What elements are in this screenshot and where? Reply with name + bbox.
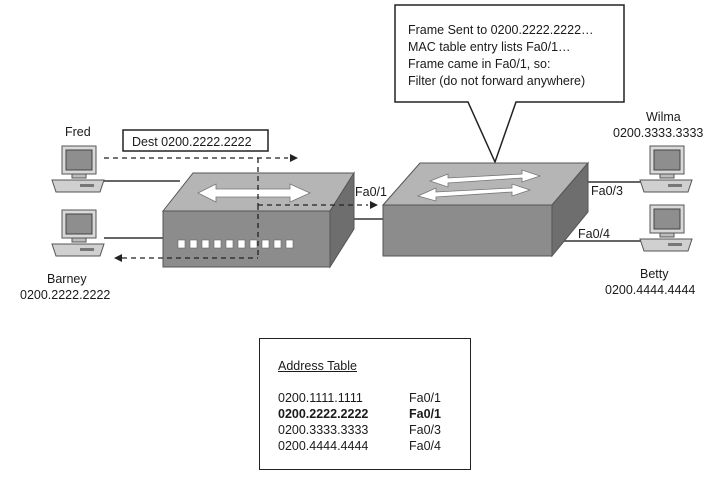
pc-fred (51, 145, 105, 193)
switch-right-arrow-icon-1 (428, 169, 542, 188)
arrow-right-icon (370, 201, 378, 209)
switch-left-ports (177, 239, 294, 249)
host-barney-name: Barney (47, 272, 87, 286)
address-table-title: Address Table (278, 359, 357, 373)
host-wilma-mac: 0200.3333.3333 (613, 126, 703, 140)
callout-box: Frame Sent to 0200.2222.2222… MAC table … (394, 4, 625, 165)
switch-right (381, 161, 590, 258)
callout-line-2: MAC table entry lists Fa0/1… (408, 40, 571, 54)
dest-label: Dest 0200.2222.2222 (122, 129, 269, 152)
frame-arrowheads (114, 154, 378, 262)
port-label-fa01: Fa0/1 (355, 185, 387, 199)
arrow-right-icon (290, 154, 298, 162)
pc-wilma (639, 145, 693, 193)
switch-left (161, 171, 355, 269)
arrow-left-icon (114, 254, 122, 262)
port-label-fa03: Fa0/3 (591, 184, 623, 198)
frame-paths (104, 157, 368, 259)
host-wilma-name: Wilma (646, 110, 681, 124)
table-row-port: Fa0/1 (409, 407, 441, 421)
host-betty-mac: 0200.4444.4444 (605, 283, 695, 297)
host-betty-name: Betty (640, 267, 669, 281)
pc-barney (51, 209, 105, 257)
port-label-fa04: Fa0/4 (578, 227, 610, 241)
table-row-mac: 0200.4444.4444 (278, 439, 369, 453)
dest-label-text: Dest 0200.2222.2222 (132, 135, 252, 149)
host-barney-mac: 0200.2222.2222 (20, 288, 110, 302)
pc-betty (639, 204, 693, 252)
callout-line-3: Frame came in Fa0/1, so: (408, 57, 550, 71)
table-row-port: Fa0/3 (409, 423, 441, 437)
switch-right-arrow-icon-2 (416, 183, 532, 202)
table-row-mac: 0200.2222.2222 (278, 407, 369, 421)
table-row-port: Fa0/1 (409, 391, 441, 405)
host-fred-name: Fred (65, 125, 91, 139)
switch-left-arrow-icon (197, 183, 311, 203)
callout-line-1: Frame Sent to 0200.2222.2222… (408, 23, 594, 37)
table-row-mac: 0200.1111.1111 (278, 391, 363, 405)
table-row-mac: 0200.3333.3333 (278, 423, 369, 437)
table-row-port: Fa0/4 (409, 439, 441, 453)
address-table: Address Table 0200.1111.1111 Fa0/1 0200.… (259, 338, 471, 470)
callout-line-4: Filter (do not forward anywhere) (408, 74, 585, 88)
